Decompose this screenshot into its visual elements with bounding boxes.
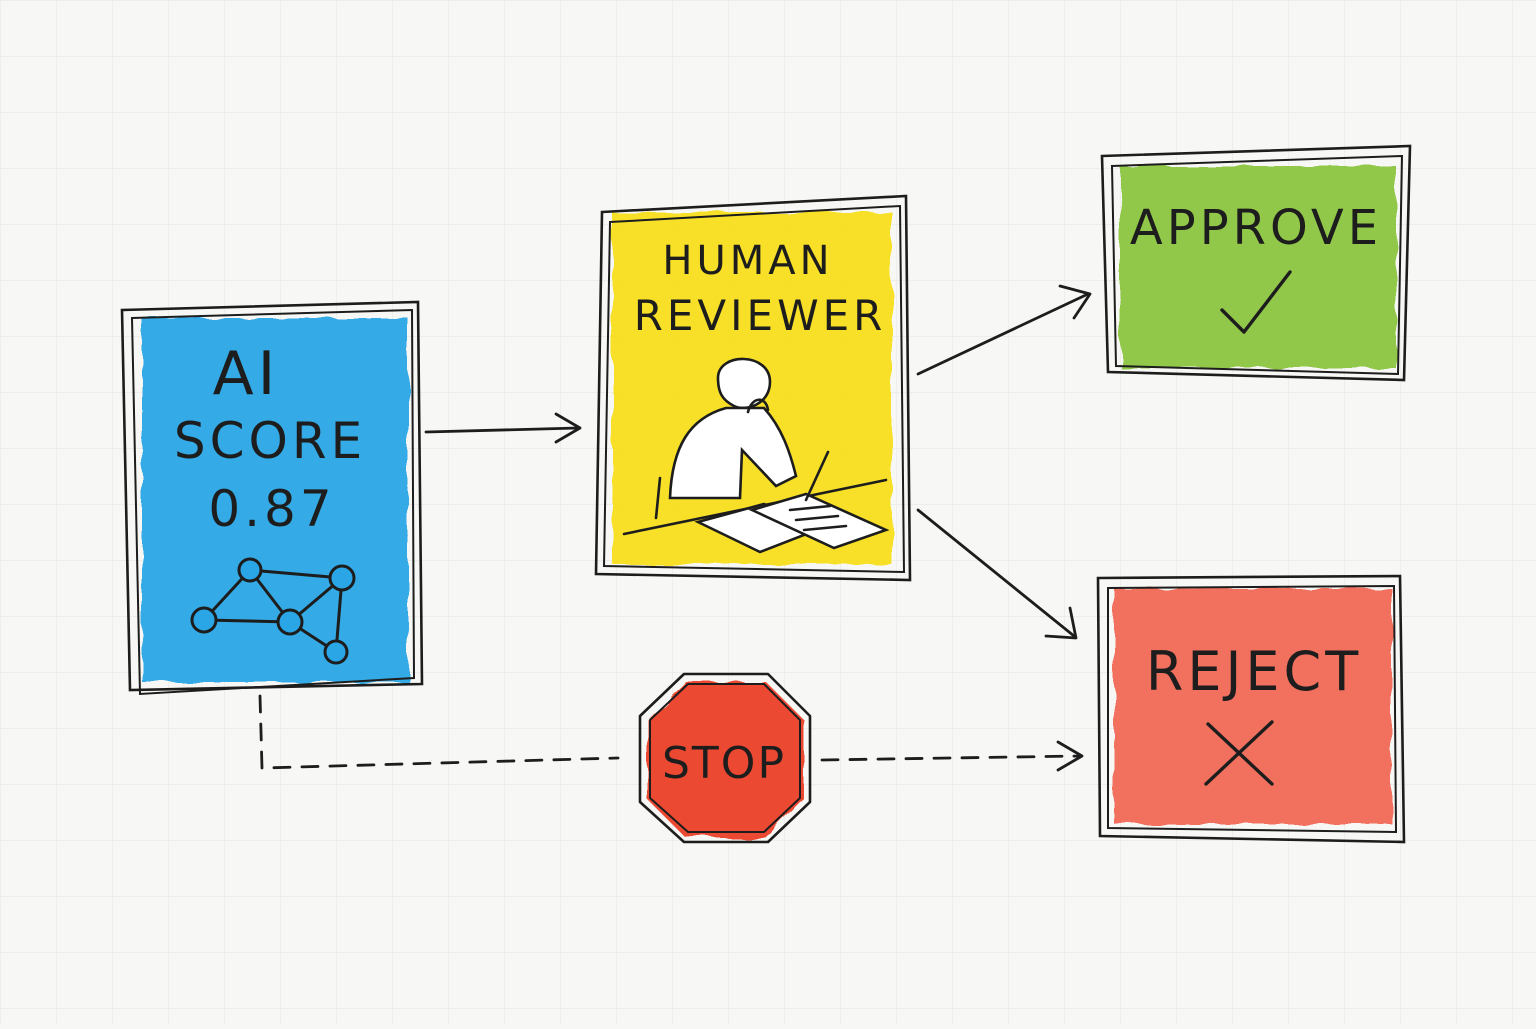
arrow-stop-to-reject-dashed xyxy=(820,740,1084,772)
approve-label: APPROVE xyxy=(1130,200,1382,256)
reject-box: REJECT xyxy=(1096,574,1406,844)
approve-box-fill xyxy=(1120,166,1396,368)
reject-box-fill xyxy=(1114,588,1392,824)
checkmark-icon xyxy=(1220,270,1292,334)
cross-icon xyxy=(1204,720,1274,786)
arrow-ai-to-reviewer xyxy=(424,412,582,444)
network-graph-icon xyxy=(190,557,356,665)
ai-score-box: AI SCORE 0.87 xyxy=(120,300,424,696)
stop-sign-icon: STOP xyxy=(638,672,812,844)
reject-label: REJECT xyxy=(1146,640,1362,703)
stop-sign-fill xyxy=(648,682,804,838)
person-at-desk-icon xyxy=(622,357,890,554)
ai-title-line1: AI xyxy=(213,339,280,409)
arrow-reviewer-to-reject xyxy=(916,508,1078,640)
stop-label: STOP xyxy=(662,738,786,789)
reviewer-title-line1: HUMAN xyxy=(662,238,833,284)
approve-box: APPROVE xyxy=(1100,144,1412,382)
arrow-ai-to-stop-dashed xyxy=(258,694,620,770)
reviewer-title-line2: REVIEWER xyxy=(634,291,887,340)
ai-title-line2: SCORE xyxy=(174,412,366,470)
ai-score-value: 0.87 xyxy=(208,480,335,538)
arrow-reviewer-to-approve xyxy=(916,284,1092,376)
human-reviewer-box: HUMAN REVIEWER xyxy=(594,194,912,582)
